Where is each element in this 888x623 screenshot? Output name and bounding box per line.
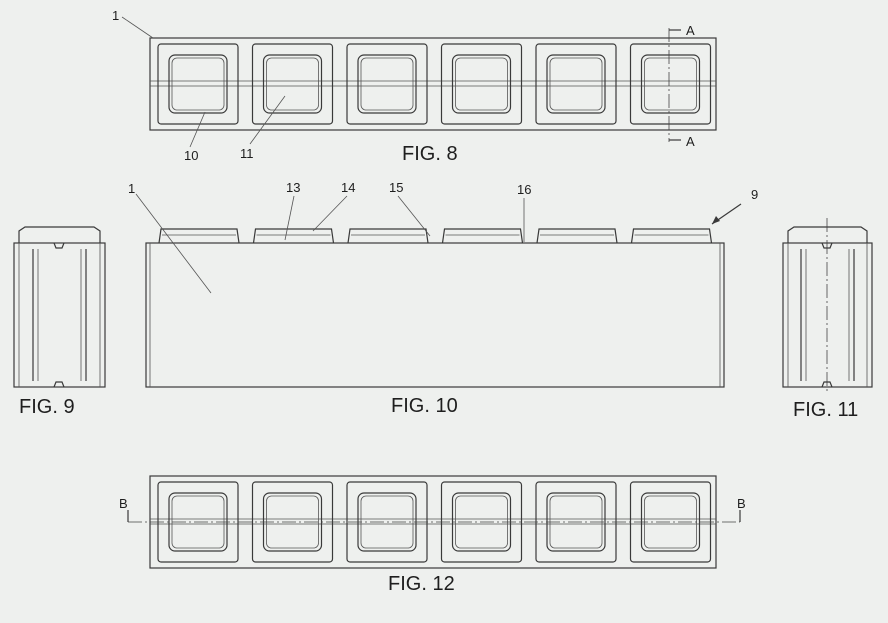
section-label-b-right: B [737,496,746,511]
ref-15: 15 [389,180,403,195]
leader-1-elevation [135,193,212,294]
fig8-section-line-a [668,28,681,142]
ref-16: 16 [517,182,531,197]
fig8-cell-5 [535,43,617,125]
section-label-a-bottom: A [686,134,695,149]
fig10-boss-3 [347,228,429,244]
fig8-caption: FIG. 8 [402,143,458,165]
section-label-a-top: A [686,23,695,38]
fig11-end-view [782,218,873,394]
fig10-boss-2 [252,228,335,244]
ref-9: 9 [751,187,758,202]
fig10-boss-4 [441,228,524,244]
ref-14: 14 [341,180,355,195]
ref-11: 11 [240,146,254,161]
fig12-section-line-b [127,510,741,523]
leader-15 [397,195,431,237]
fig10-block-elevation [145,228,725,388]
section-label-b-left: B [119,496,128,511]
fig8-cell-3 [346,43,428,125]
fig10-boss-1 [158,228,240,244]
fig9-caption: FIG. 9 [19,396,75,418]
fig12-caption: FIG. 12 [388,573,455,595]
leader-10 [189,111,206,148]
ref-1-elevation: 1 [128,181,135,196]
arrow-9 [711,203,742,225]
fig8-cell-4 [440,43,523,125]
leader-13 [284,195,295,241]
fig8-cell-2 [251,43,334,125]
leader-11 [249,95,286,145]
fig8-cell-6 [629,43,712,125]
fig11-caption: FIG. 11 [793,399,858,421]
fig8-block-plan [149,37,717,131]
fig8-cell-1 [157,43,239,125]
ref-10: 10 [184,148,198,163]
ref-13: 13 [286,180,300,195]
fig9-end-view [13,226,106,388]
ref-1-top: 1 [112,8,119,23]
fig10-boss-5 [536,228,618,244]
leader-14 [312,195,348,232]
fig10-boss-6 [630,228,713,244]
fig10-caption: FIG. 10 [391,395,458,417]
leader-1-top [121,16,154,39]
